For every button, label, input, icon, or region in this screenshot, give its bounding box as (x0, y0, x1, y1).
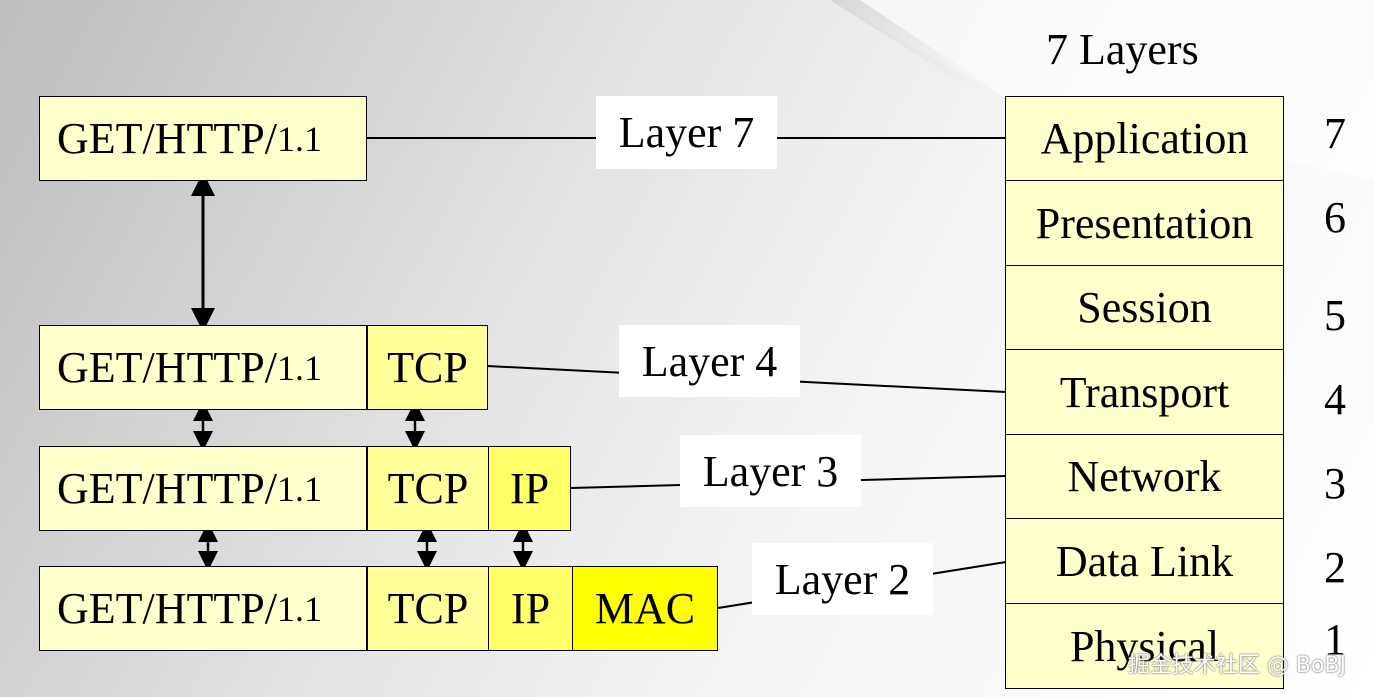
row4-mac-text: MAC (594, 584, 696, 633)
layer7-label-text: Layer 7 (618, 108, 755, 157)
layer-cell-physical: Physical (1005, 603, 1284, 689)
row2-http-text: GET/HTTP/ (57, 343, 277, 392)
row4-mac-box: MAC (572, 566, 718, 651)
layer-cell-session: Session (1005, 265, 1284, 350)
row1-http-box: GET/HTTP/1.1 (39, 96, 367, 181)
row2-tcp-box: TCP (367, 325, 488, 410)
layer-cell-presentation: Presentation (1005, 180, 1284, 266)
row3-http-text: GET/HTTP/ (57, 464, 277, 513)
row4-http-box: GET/HTTP/1.1 (39, 566, 367, 651)
row2-tcp-text: TCP (387, 343, 468, 392)
row1-http-version: 1.1 (276, 118, 322, 159)
layer-name-physical: Physical (1069, 621, 1220, 671)
layer3-label-text: Layer 3 (702, 446, 839, 496)
row4-tcp-text: TCP (387, 584, 469, 633)
layer-number-2: 2 (1324, 543, 1346, 592)
row3-http-version: 1.1 (276, 468, 322, 509)
layer-cell-data-link: Data Link (1005, 518, 1284, 604)
row3-ip-text: IP (509, 464, 550, 513)
layer-number-6: 6 (1324, 193, 1346, 242)
row3-ip-box: IP (488, 446, 571, 531)
row3-tcp-text: TCP (387, 464, 469, 513)
layer2-label-text: Layer 2 (774, 554, 911, 604)
layer-cell-network: Network (1005, 434, 1284, 519)
layer-name-network: Network (1067, 452, 1222, 501)
layer-name-transport: Transport (1059, 367, 1230, 417)
row3-http-box: GET/HTTP/1.1 (39, 446, 367, 531)
layer2-label: Layer 2 (752, 543, 933, 615)
row1-http-text: GET/HTTP/ (57, 114, 277, 163)
layer-name-session: Session (1077, 283, 1212, 332)
layer-number-3: 3 (1324, 459, 1346, 508)
row4-tcp-box: TCP (367, 566, 489, 651)
row2-http-box: GET/HTTP/1.1 (39, 325, 367, 410)
layer-name-presentation: Presentation (1035, 198, 1254, 248)
watermark: 掘金技术社区 @ BoBJ (1127, 653, 1346, 678)
row4-ip-text: IP (510, 584, 551, 633)
row2-http-version: 1.1 (276, 347, 322, 388)
row4-http-version: 1.1 (276, 588, 322, 629)
stack-title: 7 Layers (1046, 25, 1199, 74)
row4-ip-box: IP (488, 566, 573, 651)
layer-cell-transport: Transport (1005, 349, 1284, 435)
layer-name-data-link: Data Link (1055, 536, 1234, 586)
layer4-label: Layer 4 (619, 325, 800, 397)
layer-number-1: 1 (1324, 615, 1346, 664)
layer4-label-text: Layer 4 (641, 336, 778, 386)
layer-name-application: Application (1040, 114, 1249, 163)
layer-number-4: 4 (1324, 375, 1346, 424)
layer-number-7: 7 (1324, 109, 1346, 158)
row3-tcp-box: TCP (367, 446, 489, 531)
row4-http-text: GET/HTTP/ (57, 584, 277, 633)
layer7-label: Layer 7 (596, 96, 777, 169)
layer3-label: Layer 3 (680, 435, 861, 507)
layer-number-5: 5 (1324, 291, 1346, 340)
layer-cell-application: Application (1005, 96, 1284, 181)
